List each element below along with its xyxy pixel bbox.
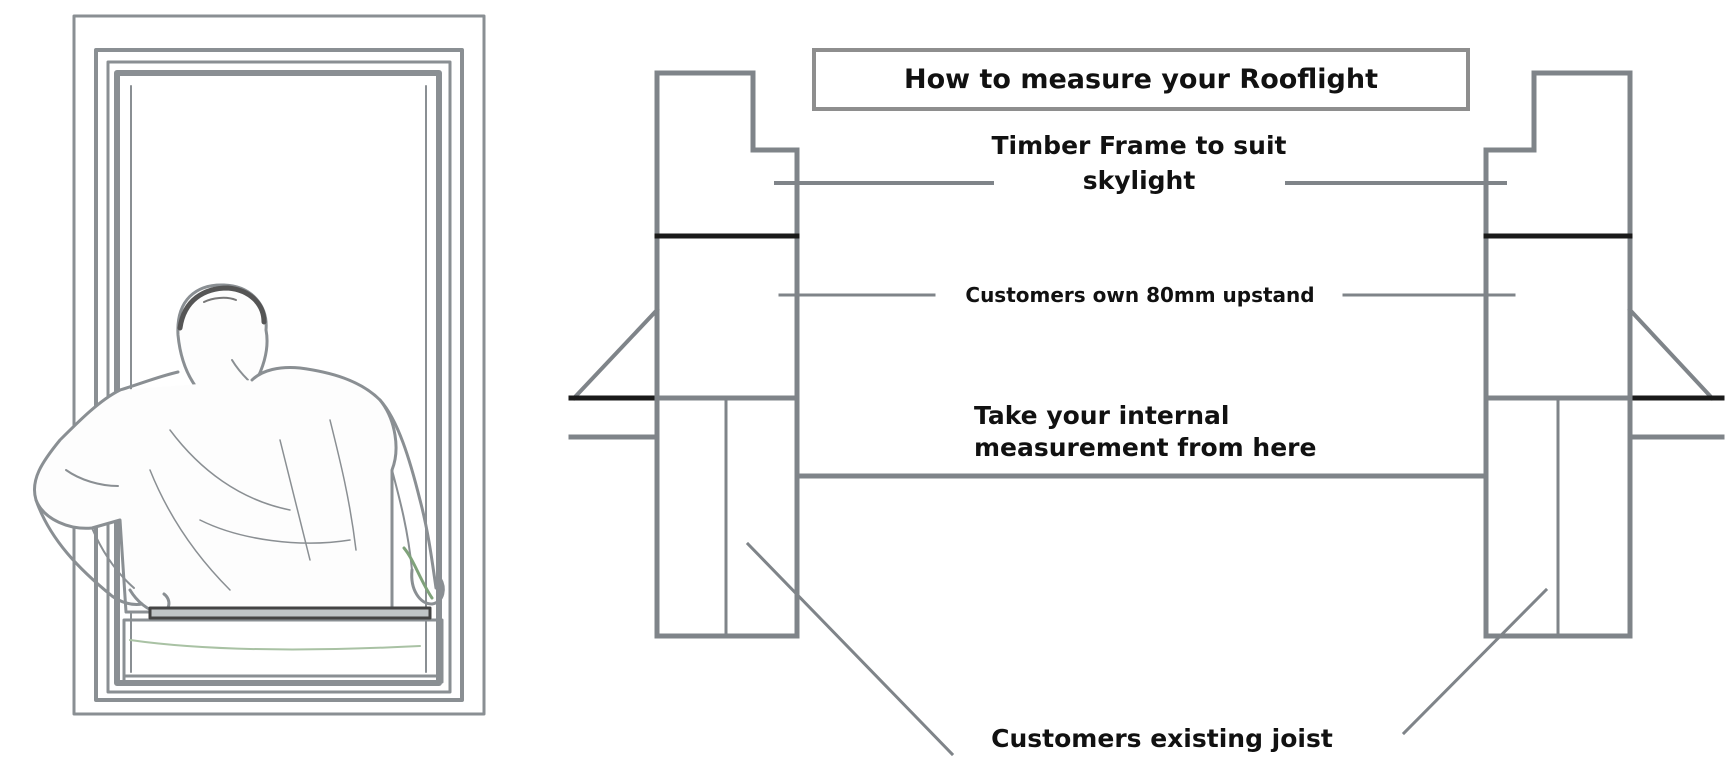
title-box: How to measure your Rooflight: [812, 48, 1470, 111]
section-drawing: [568, 70, 1725, 757]
timber-frame-label-line2: skylight: [1082, 166, 1196, 195]
measurement-label-line1: Take your internal: [974, 401, 1230, 430]
left-roof-slope: [571, 307, 660, 401]
joist-label: Customers existing joist: [991, 724, 1333, 753]
measurement-label-line2: measurement from here: [974, 433, 1317, 462]
timber-frame-label: Timber Frame to suit skylight: [964, 128, 1314, 198]
timber-frame-label-line1: Timber Frame to suit: [991, 131, 1287, 160]
joist-leader-left: [745, 541, 955, 757]
right-upstand: [1483, 233, 1633, 401]
upstand-label: Customers own 80mm upstand: [965, 283, 1315, 307]
man-measuring-illustration: [33, 14, 486, 716]
left-timber-frame: [654, 70, 800, 239]
right-timber-frame: [1483, 70, 1633, 239]
right-roof-slope: [1627, 307, 1715, 401]
joist-leader-right: [1401, 587, 1549, 736]
left-upstand: [654, 233, 800, 401]
measurement-label: Take your internal measurement from here: [974, 400, 1316, 464]
diagram-title: How to measure your Rooflight: [903, 64, 1379, 95]
